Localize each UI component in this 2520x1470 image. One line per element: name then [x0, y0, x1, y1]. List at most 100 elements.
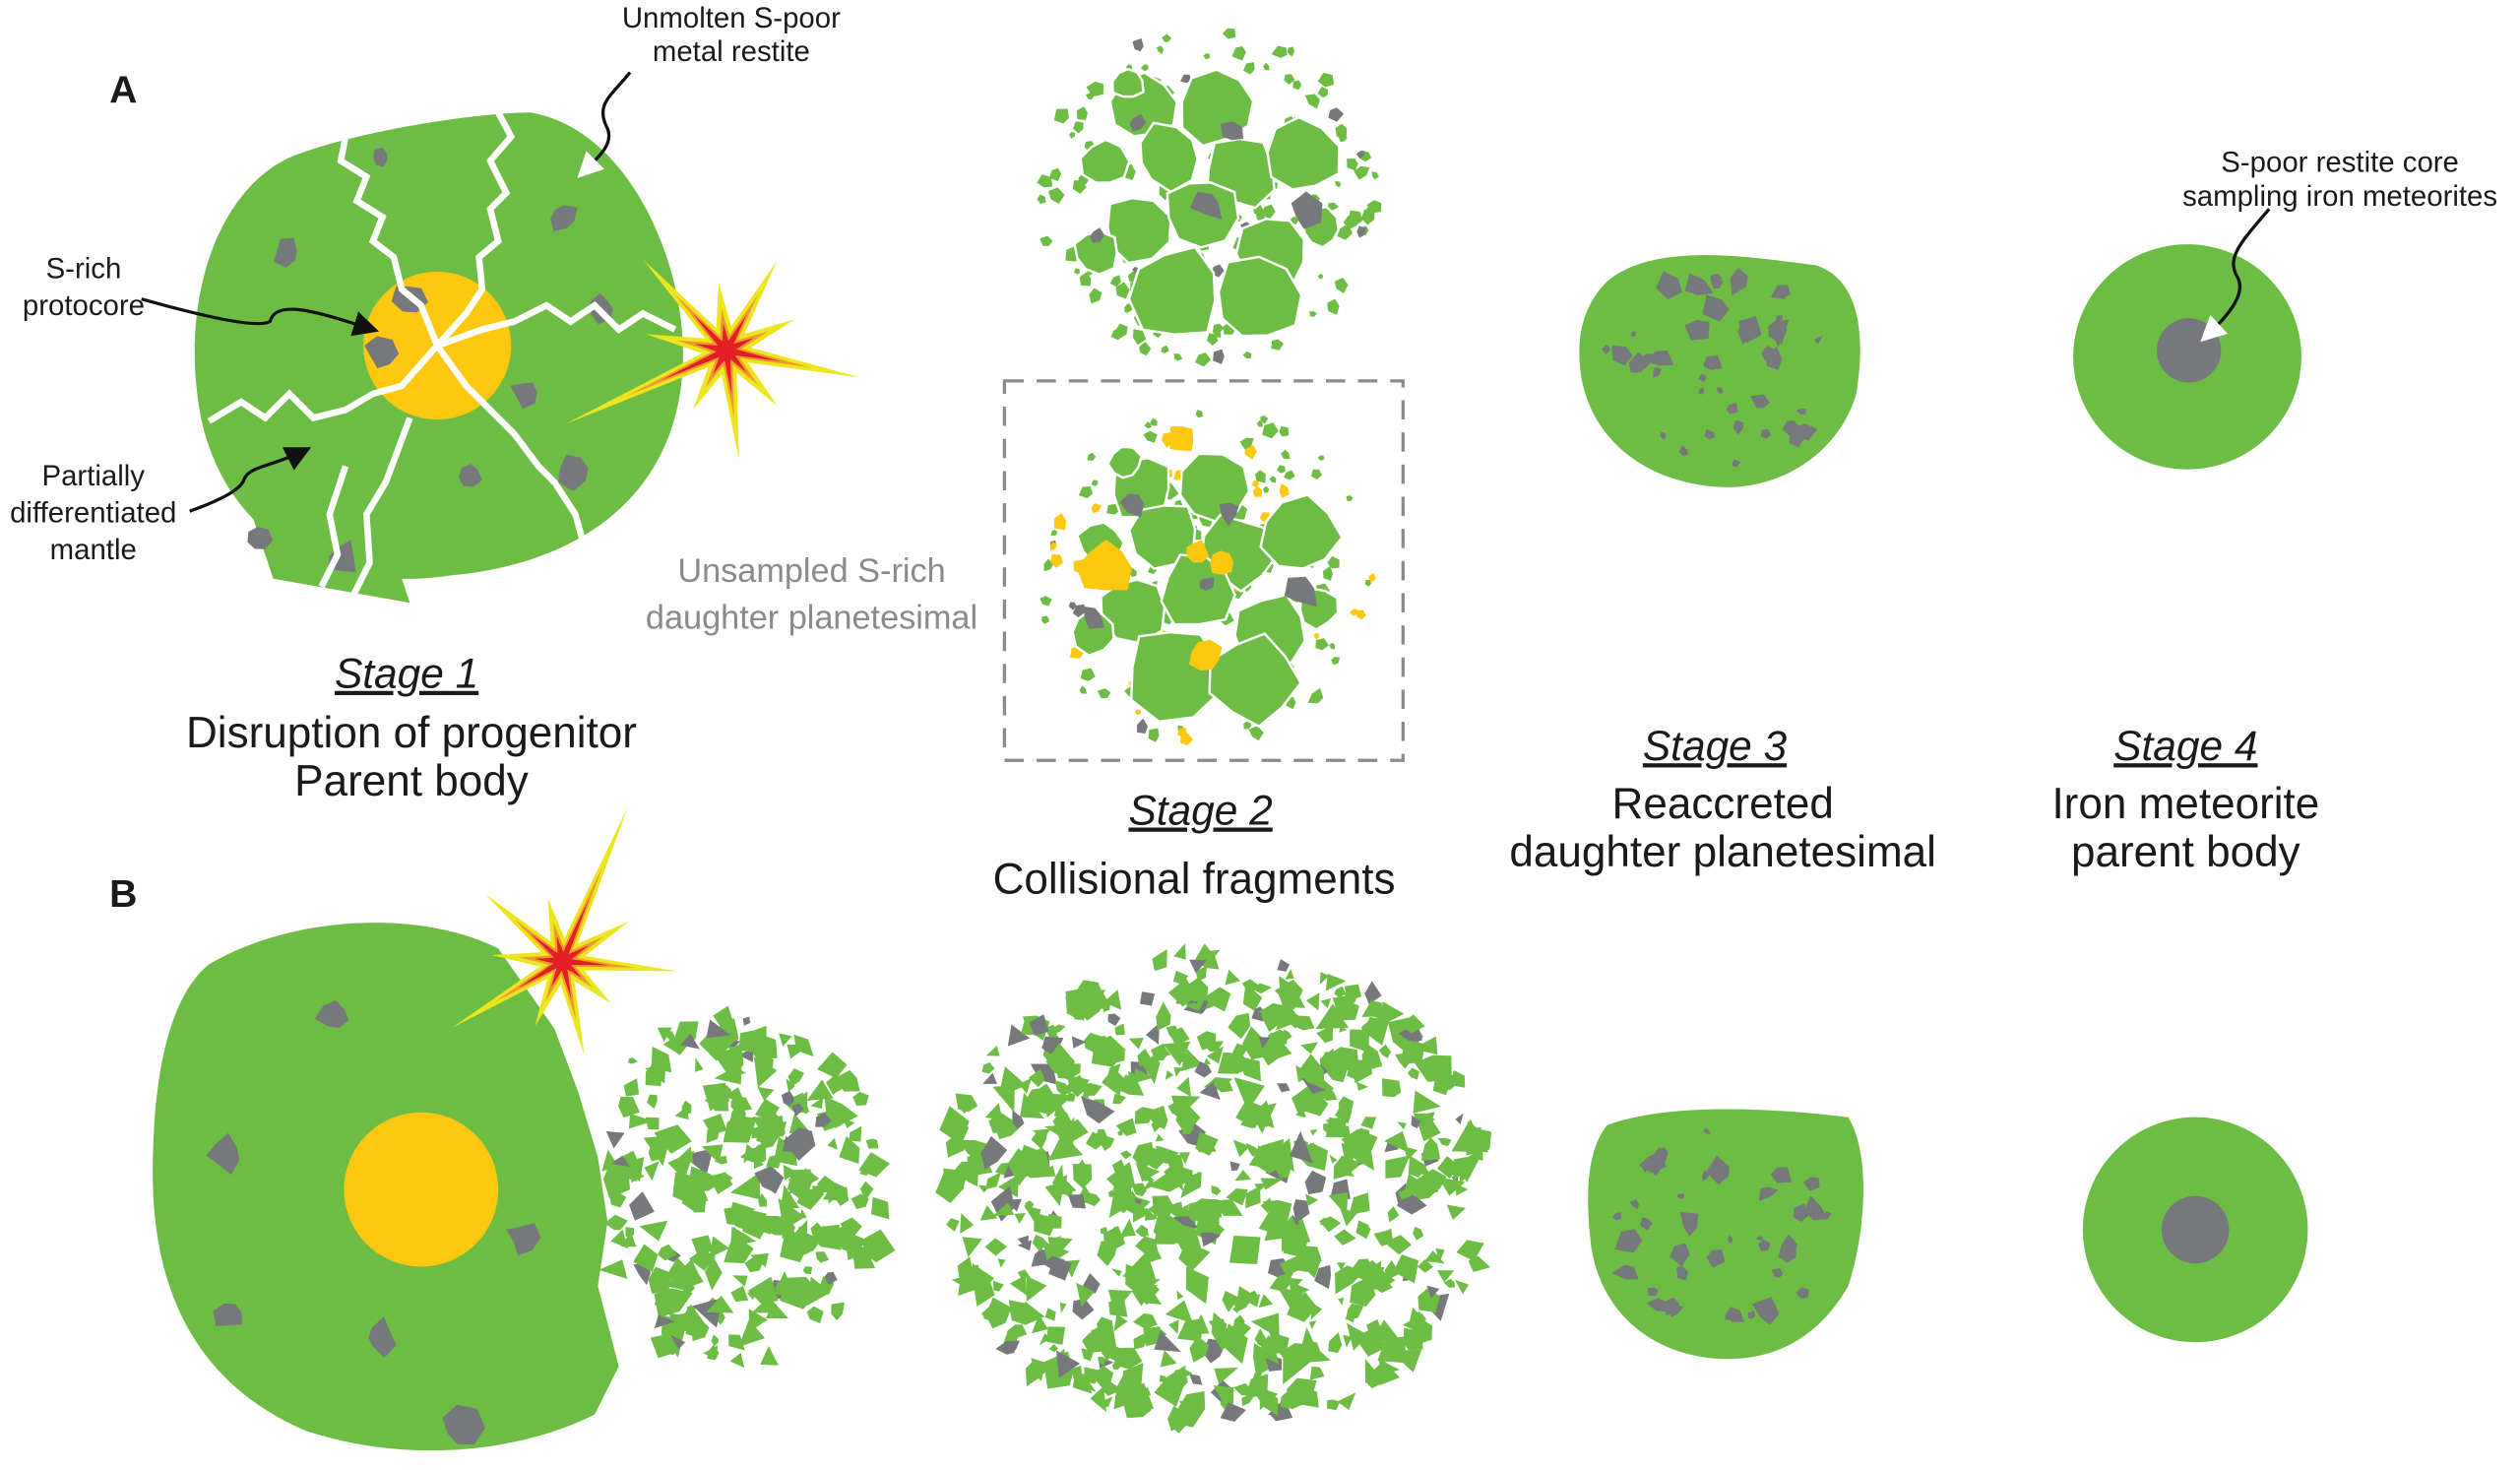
shard — [724, 1205, 746, 1226]
shard — [1032, 1234, 1048, 1251]
small-fragment — [1068, 602, 1077, 610]
metal-inclusion — [1614, 1229, 1643, 1253]
shard — [778, 1221, 795, 1236]
shard — [1214, 1368, 1238, 1385]
small-fragment — [1079, 685, 1087, 694]
shard — [1029, 1014, 1049, 1036]
shard — [1414, 1055, 1452, 1082]
metal-inclusion — [1796, 1287, 1810, 1299]
shard — [1071, 1365, 1083, 1379]
small-fragment — [1195, 410, 1204, 418]
shard — [602, 1162, 631, 1199]
small-fragment — [1091, 503, 1102, 514]
metal-inclusion — [1611, 1264, 1639, 1280]
shard — [629, 1191, 655, 1221]
impact-burst-icon — [452, 806, 678, 1055]
mantle-label-line3: mantle — [50, 534, 137, 566]
shard — [1446, 1204, 1466, 1220]
shard — [1408, 1155, 1427, 1178]
metal-inclusion — [1646, 1298, 1667, 1312]
shard — [840, 1217, 862, 1236]
shard — [859, 1181, 874, 1201]
stage-2-title: Stage 2 — [1128, 788, 1272, 834]
shard — [1005, 1094, 1016, 1107]
shard — [1217, 1053, 1254, 1074]
small-fragment — [1139, 342, 1152, 356]
small-fragment — [1317, 72, 1335, 88]
shard — [1334, 1229, 1356, 1246]
shard — [1200, 1232, 1221, 1247]
metal-inclusion — [1630, 331, 1636, 338]
shard — [1113, 1347, 1143, 1370]
metal-inclusion — [1749, 394, 1770, 409]
shard — [645, 1117, 660, 1130]
shard — [943, 1168, 968, 1192]
metal-inclusion — [373, 147, 388, 167]
shard — [1332, 993, 1357, 1016]
progenitor-body-a — [194, 110, 683, 604]
small-fragment — [1091, 479, 1099, 486]
core-fragment — [1210, 550, 1234, 575]
shard — [1283, 1236, 1309, 1258]
shard — [633, 1244, 659, 1272]
small-fragment — [1354, 165, 1370, 180]
shard — [1024, 1086, 1049, 1104]
shard — [665, 1030, 675, 1041]
shard — [681, 1180, 699, 1193]
restite-core-label-line1: S-poor restite core — [2221, 147, 2459, 179]
metal-inclusion — [442, 1404, 485, 1445]
metal-inclusion — [1771, 319, 1790, 348]
shard — [681, 1100, 692, 1115]
small-fragment — [1231, 46, 1246, 61]
iron-meteorite-parent-body-a — [2073, 208, 2301, 470]
shard — [981, 1061, 995, 1074]
stage-3-desc-line2: daughter planetesimal — [1509, 828, 1936, 876]
restite-label-line2: metal restite — [653, 35, 810, 68]
planetesimal-body — [1579, 255, 1860, 487]
shard — [752, 1117, 786, 1139]
shard — [648, 1266, 672, 1295]
shard — [1098, 1346, 1117, 1362]
shard — [669, 1312, 687, 1332]
metal-inclusion — [1702, 294, 1730, 322]
shard — [1265, 1036, 1292, 1059]
shard — [1068, 1194, 1087, 1209]
shard — [1163, 1041, 1191, 1066]
large-fragment — [1105, 196, 1172, 265]
shard — [1315, 1003, 1350, 1030]
shard — [1028, 1068, 1045, 1088]
metal-inclusion — [1611, 1211, 1622, 1221]
shard — [1164, 1157, 1183, 1191]
metal-inclusion — [1770, 1167, 1792, 1183]
shard — [1264, 1222, 1284, 1242]
shard — [1129, 1281, 1160, 1306]
shard — [1046, 1326, 1066, 1345]
shard — [724, 1087, 748, 1109]
shard — [815, 1112, 832, 1127]
shard — [1064, 995, 1095, 1022]
shard — [609, 1190, 627, 1208]
metal-fragment — [1129, 113, 1147, 132]
small-fragment — [1072, 180, 1087, 194]
large-fragment — [1208, 632, 1302, 729]
shard — [643, 1135, 671, 1167]
stage-3-title: Stage 3 — [1643, 723, 1788, 769]
shard — [1045, 1043, 1075, 1081]
shard — [1165, 1069, 1174, 1080]
restite-core-label-line2: sampling iron meteorites — [2182, 180, 2497, 213]
metal-inclusion — [1776, 315, 1784, 322]
small-fragment — [1304, 94, 1320, 109]
shard — [1417, 1258, 1433, 1273]
shard — [1205, 997, 1222, 1010]
shard — [1088, 1035, 1116, 1054]
small-fragment — [1162, 33, 1172, 42]
small-fragment — [1350, 608, 1358, 616]
small-fragment — [1069, 131, 1076, 139]
shard — [1251, 1369, 1262, 1381]
small-fragment — [1327, 298, 1340, 315]
metal-inclusion — [1660, 431, 1667, 440]
small-fragment — [1307, 687, 1324, 704]
shard — [839, 1135, 860, 1164]
shard — [1017, 1235, 1030, 1249]
small-fragment — [1355, 151, 1365, 159]
